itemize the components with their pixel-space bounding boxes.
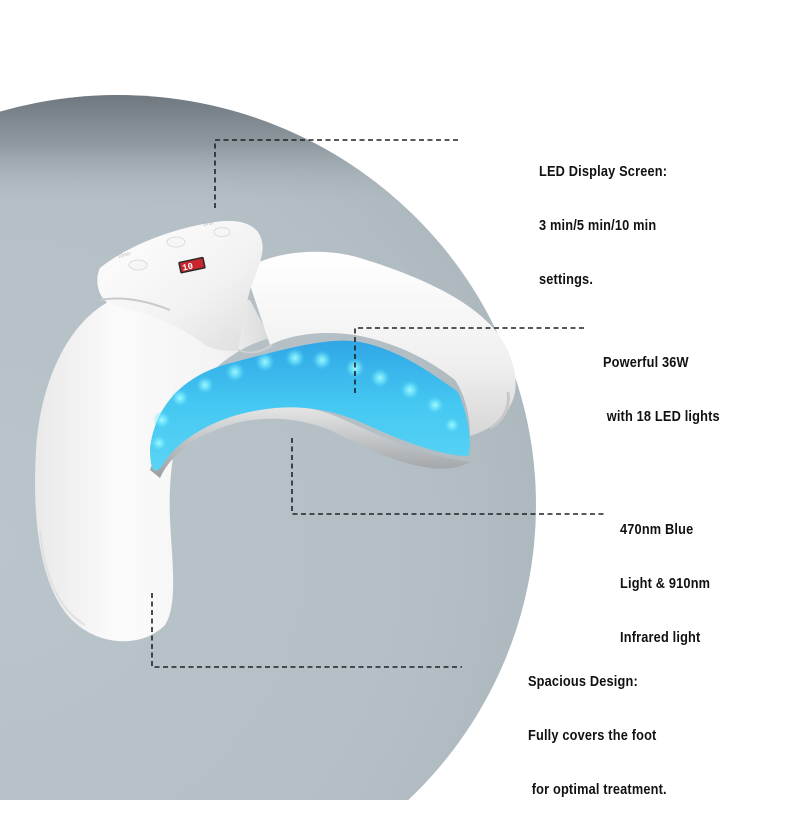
callout-design: Spacious Design: Fully covers the foot f…: [528, 637, 667, 835]
leader-line-wavelength: [291, 438, 605, 515]
callout-line: Infrared light: [620, 630, 701, 646]
leader-lines: [151, 139, 605, 668]
mode-button-middle: [166, 236, 186, 248]
control-head: [97, 220, 263, 351]
callout-led-display: LED Display Screen: 3 min/5 min/10 min s…: [539, 127, 667, 325]
callout-line: for optimal treatment.: [528, 782, 667, 798]
leader-line-design: [151, 593, 462, 668]
callout-line: Spacious Design:: [528, 674, 638, 690]
mode-button-left: [128, 259, 148, 271]
callout-power: Powerful 36W with 18 LED lights: [603, 318, 720, 462]
svg-text:3min: 3min: [202, 220, 214, 228]
svg-text:10: 10: [181, 262, 194, 274]
led-band-rim: [150, 406, 470, 478]
product-illustration: 10min 3min 10: [0, 95, 605, 800]
leader-line-power: [354, 327, 585, 393]
callout-wavelength: 470nm Blue Light & 910nm Infrared light: [620, 485, 710, 683]
callout-line: 470nm Blue: [620, 522, 694, 538]
power-button: [213, 227, 231, 237]
callout-line: 3 min/5 min/10 min: [539, 218, 657, 234]
callout-line: Fully covers the foot: [528, 728, 657, 744]
callout-line: Light & 910nm: [620, 576, 711, 592]
callout-line: Powerful 36W: [603, 355, 689, 371]
svg-text:10min: 10min: [117, 251, 132, 260]
callout-line: with 18 LED lights: [603, 409, 720, 425]
device-right-arm: [245, 251, 516, 436]
led-display-screen: 10: [178, 256, 206, 274]
callout-line: settings.: [539, 272, 594, 288]
product-infographic: 10min 3min 10 LED Display Screen: 3 min/…: [0, 95, 720, 800]
leader-line-display: [214, 139, 460, 208]
led-lights: [151, 348, 460, 451]
callout-line: LED Display Screen:: [539, 164, 668, 180]
